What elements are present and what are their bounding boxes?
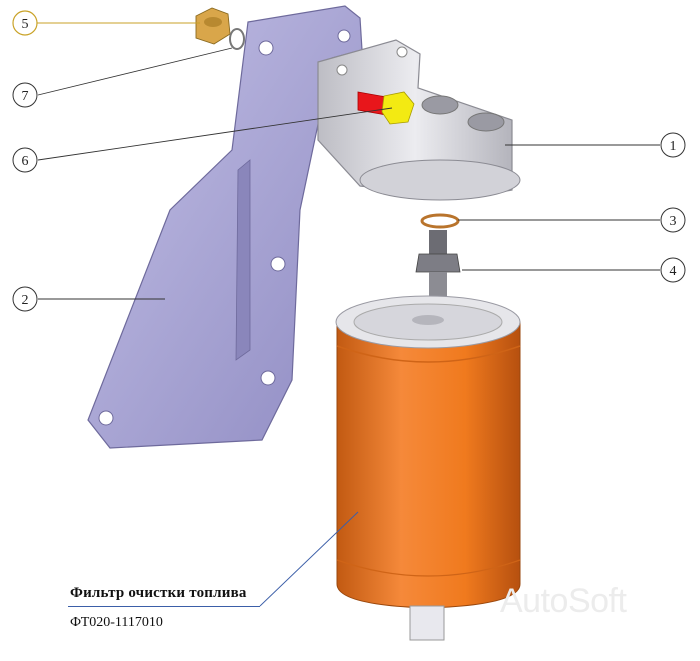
- leader-6: [37, 107, 393, 161]
- watermark: AutoSoft: [500, 582, 627, 620]
- svg-text:2: 2: [22, 293, 29, 308]
- caption-underline: [68, 606, 260, 607]
- callout-2: 2: [12, 286, 38, 312]
- svg-text:5: 5: [22, 17, 29, 32]
- svg-text:7: 7: [22, 89, 29, 104]
- svg-text:4: 4: [670, 264, 677, 279]
- svg-text:6: 6: [22, 154, 29, 169]
- mounting-bracket: [87, 5, 363, 449]
- callout-7: 7: [12, 82, 38, 108]
- bolt: [357, 91, 415, 125]
- callout-6: 6: [12, 147, 38, 173]
- svg-text:1: 1: [670, 139, 677, 154]
- callout-4: 4: [660, 257, 686, 283]
- callout-1: 1: [660, 132, 686, 158]
- fitting: [415, 230, 461, 314]
- part-code-caption: ФТ020-1117010: [70, 615, 163, 630]
- o-ring: [420, 213, 460, 229]
- nut: [195, 7, 231, 45]
- part-name-caption: Фильтр очистки топлива: [70, 585, 247, 601]
- callout-3: 3: [660, 207, 686, 233]
- leader-caption: [259, 511, 359, 607]
- washer: [229, 28, 245, 50]
- callout-5: 5: [12, 10, 38, 36]
- svg-text:3: 3: [670, 214, 677, 229]
- leader-7: [37, 47, 233, 96]
- filter-cartridge: [335, 295, 521, 641]
- leader-lines: [37, 22, 660, 607]
- filter-housing: [317, 39, 521, 201]
